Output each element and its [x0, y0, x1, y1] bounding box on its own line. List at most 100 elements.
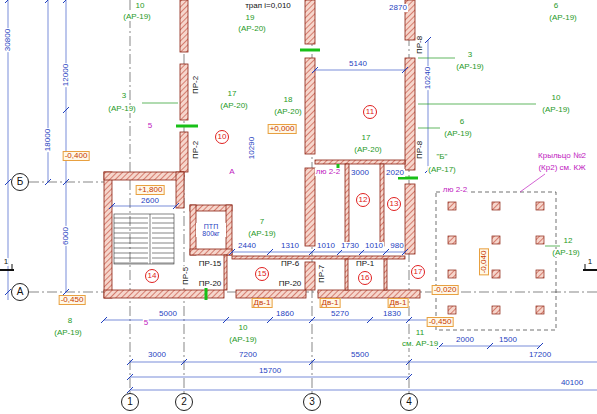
dimension: 1010 — [364, 242, 384, 250]
element-mark: ПР-20 — [278, 280, 303, 288]
dimension: 1730 — [340, 242, 360, 250]
porch — [436, 192, 556, 330]
stair-tread — [114, 233, 148, 234]
dimension-tick — [229, 249, 235, 255]
drawing-reference: (АР-19) — [443, 130, 473, 138]
node-text: 14 — [148, 272, 157, 280]
drawing-reference: 17 — [361, 134, 372, 142]
leader-line — [545, 246, 560, 247]
drawing-reference: 8 — [67, 317, 73, 325]
section-mark — [176, 125, 198, 128]
dimension: 3000 — [350, 169, 370, 177]
dimension: 5000 — [158, 310, 178, 318]
section-mark: лю 2-2 — [442, 186, 468, 194]
dimension-tick — [309, 249, 315, 255]
leader-line — [418, 128, 440, 129]
pile — [492, 306, 500, 314]
stair-tread — [114, 248, 148, 249]
element-mark: ПР-8 — [416, 35, 424, 55]
section-mark: лю 2-2 — [315, 168, 341, 176]
drawing-reference: "Б" — [436, 153, 449, 161]
dimension: 12000 — [62, 63, 70, 87]
room-number: 12 — [356, 193, 370, 207]
room-number: 10 — [215, 130, 229, 144]
dimension-tick — [267, 317, 273, 323]
cut-arrow — [12, 264, 13, 270]
wall — [405, 184, 415, 254]
dimension-tick — [63, 107, 69, 113]
stairs — [114, 214, 174, 264]
section-mark: 5 — [147, 122, 153, 130]
dimension: 5500 — [350, 351, 370, 359]
axis-bubble: Б — [11, 173, 29, 191]
pile — [448, 236, 456, 244]
dimension-tick — [309, 317, 315, 323]
dimension-line — [315, 70, 405, 71]
drawing-reference: 17 — [227, 90, 238, 98]
wall — [305, 262, 315, 290]
node-text: 11 — [366, 108, 374, 116]
drawing-reference: 10 — [135, 2, 146, 10]
axis-bubble: 4 — [400, 393, 418, 411]
dimension-tick — [127, 374, 133, 380]
node-text: 2 — [181, 397, 187, 407]
section-mark — [205, 286, 208, 300]
room-number: 17 — [411, 265, 425, 279]
partition — [380, 164, 384, 246]
dimension-tick — [127, 359, 133, 365]
element-mark: ПР-2 — [192, 140, 200, 160]
dimension-ticks — [5, 0, 543, 393]
dimension-tick — [173, 203, 179, 209]
element-mark: ПР-20 — [198, 280, 223, 288]
stair-tread — [152, 253, 174, 254]
stair-tread — [152, 248, 174, 249]
dimension: 1860 — [275, 310, 295, 318]
dimension-tick — [5, 0, 11, 3]
node-text: 1 — [127, 397, 133, 407]
drawing-reference: см. АР-19 — [401, 340, 439, 348]
stair-tread — [114, 263, 148, 264]
partition — [232, 256, 405, 259]
dimension-tick — [267, 249, 273, 255]
element-mark: трап i=0,010 — [244, 2, 292, 10]
reference-leaders — [142, 58, 560, 246]
pile — [536, 306, 544, 314]
leader-line — [418, 104, 536, 105]
leader-line — [418, 58, 455, 59]
dimension-tick — [109, 203, 115, 209]
node-text: 4 — [406, 397, 412, 407]
wall — [305, 58, 315, 154]
element-mark: ПР-6 — [280, 260, 300, 268]
dimension-tick — [309, 359, 315, 365]
drawing-reference: 3 — [121, 92, 127, 100]
pile — [492, 270, 500, 278]
node-text: 16 — [361, 274, 370, 282]
elevation-mark: Дв-1 — [320, 298, 341, 308]
stair-tread — [152, 233, 174, 234]
dimension-line — [130, 377, 409, 378]
element-mark: ПР-5 — [182, 266, 190, 286]
wall — [405, 58, 415, 170]
section-mark: А — [228, 168, 235, 176]
dimension: 1310 — [280, 242, 300, 250]
drawing-reference: (АР-19) — [107, 105, 137, 113]
element-mark: ПР-8 — [416, 140, 424, 160]
drawing-reference: 18 — [283, 96, 294, 104]
pile — [536, 202, 544, 210]
dimension-tick — [406, 317, 412, 323]
dimension-line — [232, 252, 405, 253]
stair-tread — [114, 223, 148, 224]
elevation-mark: -0,450 — [427, 317, 454, 327]
dimension-line — [112, 206, 176, 207]
dimension-tick — [223, 317, 229, 323]
element-mark: ПР-15 — [198, 260, 223, 268]
stair-tread — [152, 263, 174, 264]
stair-tread — [152, 223, 174, 224]
stair-tread — [152, 218, 174, 219]
node-text: 15 — [258, 270, 267, 278]
porch-outline — [436, 192, 556, 330]
elevation-mark: +0,000 — [268, 124, 297, 134]
dimension-tick — [402, 67, 408, 73]
dimension-tick — [312, 67, 318, 73]
dimension: 1010 — [316, 242, 336, 250]
